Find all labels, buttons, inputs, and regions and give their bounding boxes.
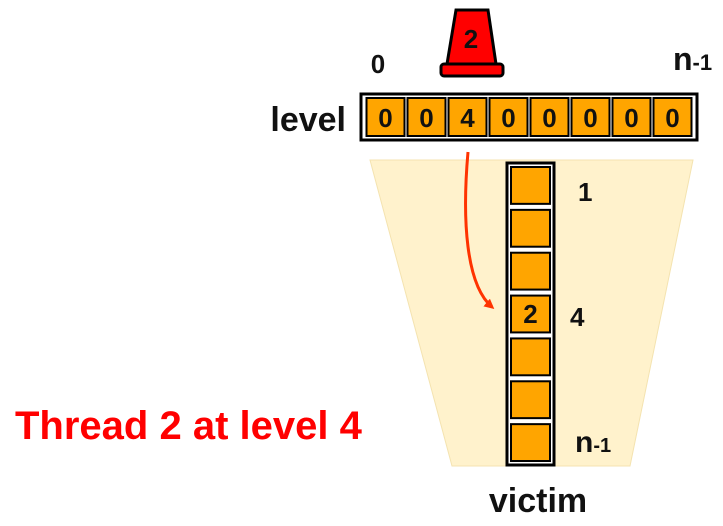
level-cell-value: 0	[542, 103, 556, 133]
level-cell-value: 0	[419, 103, 433, 133]
level-cell	[529, 97, 570, 137]
level-cell-value: 0	[501, 103, 515, 133]
level-end-index-label: n-1	[673, 41, 712, 77]
victim-cell	[510, 380, 551, 420]
level-cell	[570, 97, 611, 137]
level-cell	[488, 97, 529, 137]
thread-marker-label: 2	[464, 24, 478, 54]
level-start-index-label: 0	[371, 49, 385, 79]
victim-cell	[510, 251, 551, 291]
level-end-index-sub: -1	[693, 50, 713, 75]
thread-marker: 2	[439, 8, 505, 78]
level-cell-value: 4	[460, 103, 475, 133]
level-cell-value: 0	[665, 103, 679, 133]
level-to-victim-arrow	[464, 151, 495, 309]
level-cell	[406, 97, 447, 137]
victim-index-label-top: 1	[578, 177, 592, 207]
level-cell-value: 0	[378, 103, 392, 133]
traffic-cone-icon	[439, 8, 505, 78]
level-array-label: level	[270, 101, 346, 139]
level-end-index-main: n	[673, 41, 693, 77]
victim-cell	[510, 337, 551, 377]
victim-index-label-bottom: n-1	[575, 426, 611, 459]
victim-cell	[510, 294, 551, 334]
level-cell	[365, 97, 406, 137]
victim-index-label-middle: 4	[570, 302, 585, 332]
level-cell-value: 0	[583, 103, 597, 133]
victim-array-label: victim	[489, 482, 587, 520]
level-cell-value: 0	[624, 103, 638, 133]
victim-array: 2	[505, 161, 556, 467]
victim-cell-value: 2	[523, 299, 537, 329]
victim-index-label-bottom-main: n	[575, 426, 593, 459]
victim-cell	[510, 166, 551, 205]
victim-cell	[510, 423, 551, 462]
victim-index-label-bottom-sub: -1	[593, 435, 611, 457]
victim-cell	[510, 208, 551, 248]
level-cell	[611, 97, 652, 137]
diagram-caption: Thread 2 at level 4	[15, 404, 363, 448]
level-cell	[652, 97, 693, 137]
level-cell	[447, 97, 488, 137]
